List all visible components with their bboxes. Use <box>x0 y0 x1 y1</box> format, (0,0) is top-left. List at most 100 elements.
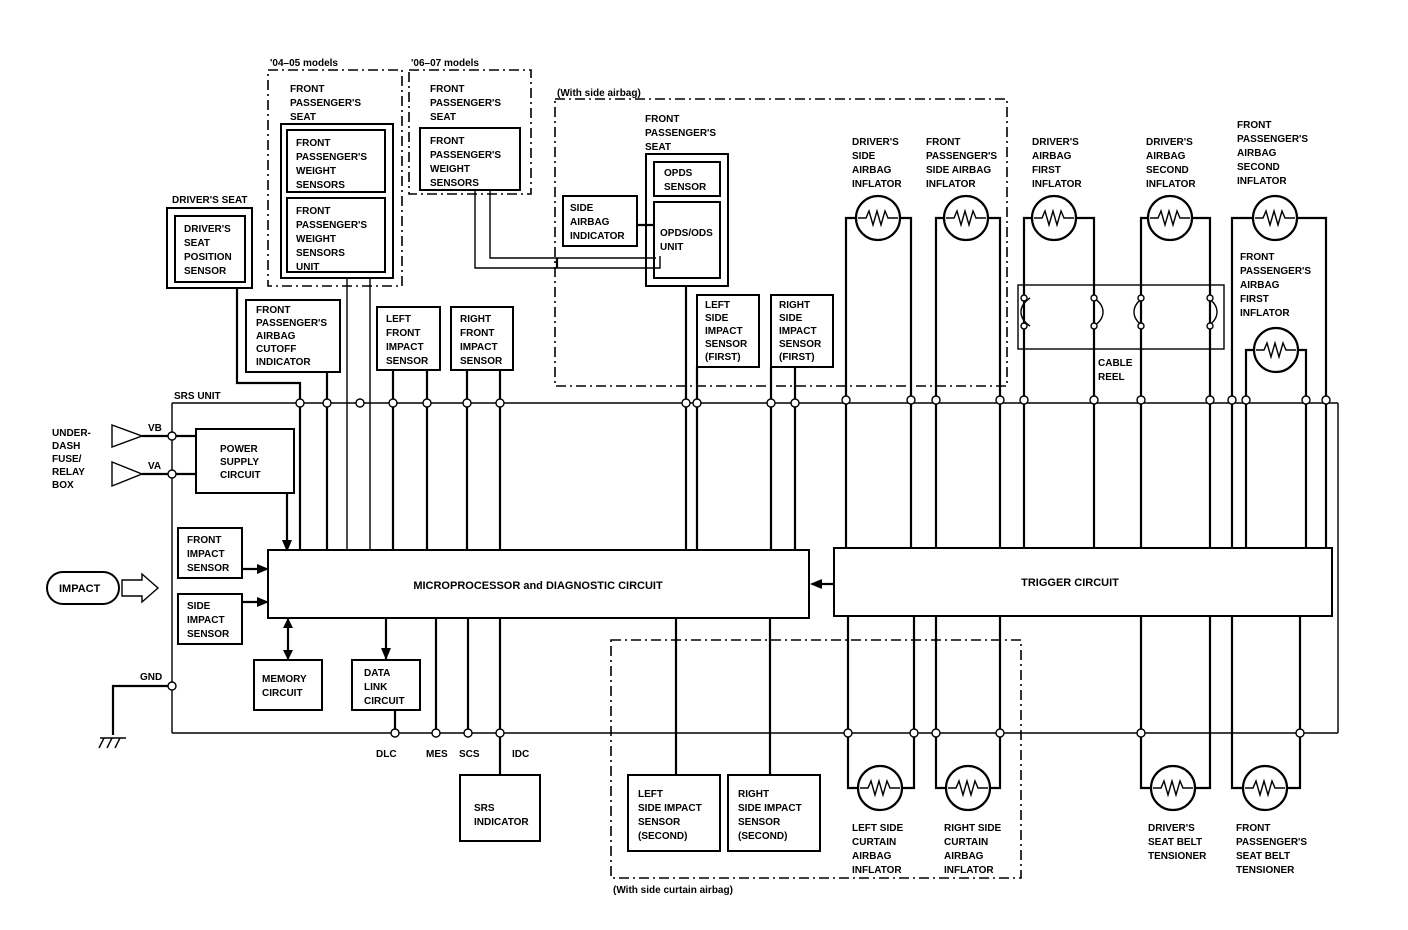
drivers-airbag-second-inflator: DRIVER'S AIRBAG SECOND INFLATOR <box>1146 137 1196 190</box>
front-pass-seat-c-label: FRONT PASSENGER'S SEAT <box>645 114 719 153</box>
front-pass-seat-belt-tensioner-icon <box>1241 764 1289 812</box>
side-impact-sensor-box <box>177 593 243 645</box>
drivers-seat-belt-tensioner-icon <box>1149 764 1197 812</box>
lower-inflator-bus-nodes <box>843 728 1305 738</box>
opds-sensor-box <box>653 161 721 197</box>
airbag-cutoff-indicator-box <box>245 299 341 373</box>
front-pass-side-airbag-inflator-icon <box>942 194 990 242</box>
gnd-label: GND <box>140 672 162 683</box>
power-supply-circuit-box <box>195 428 295 494</box>
memory-circuit-box <box>253 659 323 711</box>
arrow-trigger-to-micro-icon <box>810 579 822 589</box>
right-side-curtain-inflator: RIGHT SIDE CURTAIN AIRBAG INFLATOR <box>944 823 1004 876</box>
left-side-curtain-inflator-icon <box>856 764 904 812</box>
drivers-airbag-first-inflator: DRIVER'S AIRBAG FIRST INFLATOR <box>1032 137 1082 190</box>
right-side-curtain-inflator-icon <box>944 764 992 812</box>
terminal-idc: IDC <box>512 749 529 760</box>
drivers-side-airbag-inflator-icon <box>854 194 902 242</box>
power-supply-circuit: POWER SUPPLY CIRCUIT <box>220 444 262 481</box>
va-label: VA <box>148 461 161 472</box>
front-pass-airbag-second-inflator: FRONT PASSENGER'S AIRBAG SECOND INFLATOR <box>1237 120 1311 187</box>
microprocessor-label: MICROPROCESSOR and DIAGNOSTIC CIRCUIT <box>413 580 663 592</box>
region-06-07-models <box>408 69 532 195</box>
upper-inflator-icons <box>854 194 1300 374</box>
upper-inflator-bus-nodes <box>841 395 1331 405</box>
lower-inflator-icons <box>856 764 1289 812</box>
driver-seat-position-sensor: DRIVER'S SEAT POSITION SENSOR <box>184 224 235 277</box>
right-side-impact-first-box <box>770 294 834 368</box>
bottom-bus-nodes <box>390 728 505 738</box>
front-impact-sensor-box <box>177 527 243 579</box>
weight-sensors-a: FRONT PASSENGER'S WEIGHT SENSORS <box>296 138 370 191</box>
impact-arrow-icon <box>121 572 160 604</box>
front-pass-seat-b-label: FRONT PASSENGER'S SEAT <box>430 84 504 123</box>
opds-ods-unit-box <box>653 201 721 279</box>
va-connector-icon <box>111 460 144 488</box>
cable-reel-box <box>1017 284 1225 350</box>
arrow-front-impact-icon <box>257 564 269 574</box>
trigger-circuit-box <box>833 547 1333 617</box>
right-side-impact-first: RIGHT SIDE IMPACT SENSOR (FIRST) <box>779 300 824 363</box>
right-front-impact-sensor: RIGHT FRONT IMPACT SENSOR <box>460 314 503 367</box>
vb-connector-icon <box>111 423 145 449</box>
upper-inflator-wires <box>844 216 1328 548</box>
drivers-airbag-second-inflator-icon <box>1146 194 1194 242</box>
arrow-memory-up-icon <box>283 618 293 628</box>
airbag-cutoff-indicator: FRONT PASSENGER'S AIRBAG CUTOFF INDICATO… <box>256 305 330 368</box>
region-with-side-airbag <box>554 98 1008 387</box>
weight-sensors-b: FRONT PASSENGER'S WEIGHT SENSORS <box>430 136 504 189</box>
data-link-circuit: DATA LINK CIRCUIT <box>364 668 405 707</box>
front-pass-side-airbag-inflator: FRONT PASSENGER'S SIDE AIRBAG INFLATOR <box>926 137 1000 190</box>
region-04-05-models <box>267 69 403 287</box>
left-front-impact-sensor-box <box>376 306 441 371</box>
arrow-power-icon <box>282 540 292 552</box>
label-drivers-seat: DRIVER'S SEAT <box>172 195 248 206</box>
weight-sensors-b-box <box>419 127 521 191</box>
front-pass-airbag-first-inflator: FRONT PASSENGER'S AIRBAG FIRST INFLATOR <box>1240 252 1314 319</box>
impact-pill <box>46 571 120 605</box>
cable-reel-label: CABLE REEL <box>1098 358 1135 383</box>
under-dash-fuse-relay-box: UNDER- DASH FUSE/ RELAY BOX <box>52 428 94 491</box>
microprocessor-box <box>267 549 810 619</box>
left-front-impact-sensor: LEFT FRONT IMPACT SENSOR <box>386 314 429 367</box>
right-front-impact-sensor-box <box>450 306 514 371</box>
bottom-terminal-wires <box>393 618 772 775</box>
arrow-memory-down-icon <box>283 650 293 660</box>
front-pass-airbag-second-inflator-icon <box>1251 194 1299 242</box>
side-impact-sensor: SIDE IMPACT SENSOR <box>187 601 230 640</box>
top-bus-nodes <box>295 398 800 408</box>
left-side-impact-second: LEFT SIDE IMPACT SENSOR (SECOND) <box>638 789 705 842</box>
terminal-mes: MES <box>426 749 448 760</box>
right-side-impact-second-box <box>727 774 821 852</box>
opds-ods-unit: OPDS/ODS UNIT <box>660 228 716 253</box>
label-with-side-airbag: (With side airbag) <box>557 88 641 99</box>
arrow-side-impact-icon <box>257 597 269 607</box>
left-side-impact-second-box <box>627 774 721 852</box>
front-pass-airbag-first-inflator-icon <box>1252 326 1300 374</box>
left-side-impact-first-box <box>696 294 760 368</box>
label-with-side-curtain-airbag: (With side curtain airbag) <box>613 885 733 896</box>
cable-reel-coils-icon <box>1020 294 1218 330</box>
memory-circuit: MEMORY CIRCUIT <box>262 674 309 699</box>
trigger-circuit-label: TRIGGER CIRCUIT <box>1021 577 1119 589</box>
ground-symbol-icon <box>98 737 126 749</box>
weight-sensors-unit-box <box>286 197 386 273</box>
region-with-side-curtain-airbag <box>610 639 1022 879</box>
vb-label: VB <box>148 423 162 434</box>
label-06-07-models: '06–07 models <box>411 58 479 69</box>
data-link-circuit-box <box>351 659 421 711</box>
front-impact-sensor: FRONT IMPACT SENSOR <box>187 535 230 574</box>
terminal-dlc: DLC <box>376 749 397 760</box>
drivers-seat-belt-tensioner: DRIVER'S SEAT BELT TENSIONER <box>1148 823 1207 862</box>
left-side-impact-first: LEFT SIDE IMPACT SENSOR (FIRST) <box>705 300 750 363</box>
weight-sensors-unit: FRONT PASSENGER'S WEIGHT SENSORS UNIT <box>296 206 370 273</box>
gnd-wire <box>111 684 168 735</box>
srs-indicator-box <box>459 774 541 842</box>
side-airbag-indicator: SIDE AIRBAG INDICATOR <box>570 203 625 242</box>
arrow-data-link-icon <box>381 648 391 660</box>
drivers-airbag-first-inflator-icon <box>1030 194 1078 242</box>
drivers-side-airbag-inflator: DRIVER'S SIDE AIRBAG INFLATOR <box>852 137 902 190</box>
side-airbag-indicator-box <box>562 195 638 247</box>
front-pass-seat-belt-tensioner: FRONT PASSENGER'S SEAT BELT TENSIONER <box>1236 823 1310 876</box>
